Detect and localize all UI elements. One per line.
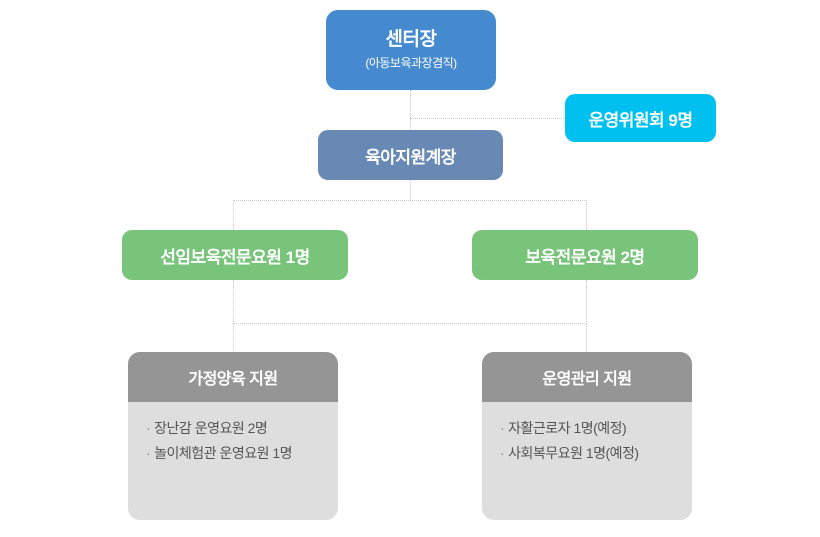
list-item: ·자활근로자 1명(예정) bbox=[500, 416, 692, 441]
node-senior-childcare-specialist[interactable]: 선임보육전문요원 1명 bbox=[122, 230, 348, 280]
connector-branch-to-staff-right bbox=[586, 200, 587, 231]
list-item: ·장난감 운영요원 2명 bbox=[146, 416, 338, 441]
connector-chief-stem bbox=[410, 180, 411, 201]
node-center-director-subtitle: (아동보육과장겸직) bbox=[365, 56, 457, 71]
node-childcare-specialist-title: 보육전문요원 2명 bbox=[525, 247, 645, 267]
node-center-director-title: 센터장 bbox=[385, 29, 437, 51]
card-home-childcare-support-header: 가정양육 지원 bbox=[128, 352, 338, 402]
node-childcare-support-chief[interactable]: 육아지원계장 bbox=[318, 130, 503, 180]
list-item-label: 사회복무요원 1명(예정) bbox=[508, 444, 639, 461]
list-item-label: 장난감 운영요원 2명 bbox=[154, 420, 268, 436]
connector-bar-to-card-right bbox=[586, 323, 587, 353]
list-item: ·놀이체험관 운영요원 1명 bbox=[146, 441, 338, 466]
connector-staff-right-stem bbox=[586, 280, 587, 324]
node-childcare-support-chief-title: 육아지원계장 bbox=[365, 147, 456, 167]
node-senior-childcare-specialist-title: 선임보육전문요원 1명 bbox=[160, 247, 310, 267]
connector-staff-branch-bar bbox=[233, 200, 587, 201]
bullet-icon: · bbox=[146, 444, 151, 461]
node-steering-committee-title: 운영위원회 9명 bbox=[588, 110, 693, 130]
connector-director-to-committee bbox=[410, 118, 566, 119]
connector-bar-to-card-left bbox=[233, 323, 234, 353]
bullet-icon: · bbox=[500, 444, 505, 461]
node-steering-committee[interactable]: 운영위원회 9명 bbox=[565, 94, 716, 142]
card-operations-management-support-header: 운영관리 지원 bbox=[482, 352, 692, 402]
card-home-childcare-support-body: ·장난감 운영요원 2명 ·놀이체험관 운영요원 1명 bbox=[128, 402, 338, 465]
bullet-icon: · bbox=[146, 420, 151, 436]
list-item-label: 자활근로자 1명(예정) bbox=[508, 420, 627, 436]
connector-cards-cross-bar bbox=[233, 323, 587, 324]
card-operations-management-support[interactable]: 운영관리 지원 ·자활근로자 1명(예정) ·사회복무요원 1명(예정) bbox=[482, 352, 692, 520]
card-home-childcare-support[interactable]: 가정양육 지원 ·장난감 운영요원 2명 ·놀이체험관 운영요원 1명 bbox=[128, 352, 338, 520]
card-operations-management-support-body: ·자활근로자 1명(예정) ·사회복무요원 1명(예정) bbox=[482, 402, 692, 465]
list-item: ·사회복무요원 1명(예정) bbox=[500, 441, 692, 466]
connector-staff-left-stem bbox=[233, 280, 234, 324]
node-center-director[interactable]: 센터장 (아동보육과장겸직) bbox=[326, 10, 496, 90]
list-item-label: 놀이체험관 운영요원 1명 bbox=[154, 444, 293, 461]
node-childcare-specialist[interactable]: 보육전문요원 2명 bbox=[472, 230, 698, 280]
connector-branch-to-staff-left bbox=[233, 200, 234, 231]
bullet-icon: · bbox=[500, 420, 505, 436]
connector-director-to-chief bbox=[410, 90, 411, 130]
